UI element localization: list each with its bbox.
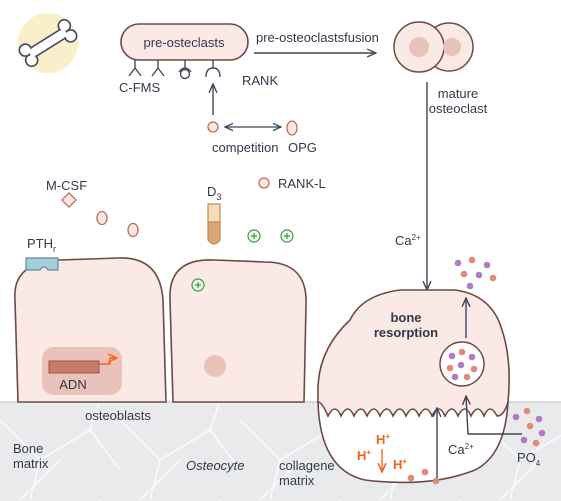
osteoblast-cell-left: ADN [14, 257, 167, 403]
ca-bottom-label: Ca2+ [448, 442, 474, 457]
opg-molecule-icon [96, 210, 108, 226]
phosphate-cluster [512, 407, 546, 447]
opg-label: OPG [288, 140, 317, 155]
osteoblast-cell-right [169, 259, 307, 403]
pth-receptor-icon [25, 257, 59, 271]
transcription-arrow [99, 358, 117, 365]
nucleus [204, 355, 226, 377]
mature-label-line1: mature [438, 86, 478, 101]
receptors [128, 60, 221, 80]
pthr-label: PTHr [27, 236, 56, 254]
cfms-receptor-icon [128, 60, 142, 77]
adn-gene-icon [48, 360, 100, 374]
ca-top-label: Ca2+ [395, 233, 421, 248]
d3-vitamin-icon [207, 203, 221, 245]
rankl-label: RANK-L [278, 176, 326, 191]
mature-label-line2: osteoclast [429, 101, 488, 116]
pre-osteoclasts-label: pre-osteclasts [144, 35, 225, 50]
bone-matrix-label-line2: matrix [13, 456, 49, 471]
bone-resorption-label-line2: resorption [374, 325, 438, 340]
rank-receptor-icon [205, 60, 221, 78]
po4-label: PO4 [517, 450, 541, 468]
mature-osteoclast-cell [393, 21, 474, 73]
h-label-3: H+ [393, 457, 407, 472]
rank-l-ligand-icon [258, 177, 270, 189]
rank-label: RANK [242, 73, 278, 88]
opg-molecule-icon [127, 222, 139, 238]
collagene-label-line2: matrix [279, 473, 315, 488]
fusion-label: pre-osteoclastsfusion [256, 30, 379, 45]
rank-l-ligand-icon [207, 121, 219, 133]
h-label-2: H+ [357, 448, 371, 463]
cfms-receptor-icon [151, 60, 165, 77]
cfms-label: C-FMS [119, 80, 160, 95]
rank-receptor-icon [178, 60, 192, 80]
plus-icon [247, 229, 261, 243]
bone-resorption-label-line1: bone [390, 310, 421, 325]
mcsf-label: M-CSF [46, 178, 87, 193]
pre-osteoclast-cell: pre-osteclasts [120, 23, 249, 61]
collagene-label-line1: collagene [279, 458, 335, 473]
released-ions [454, 256, 497, 290]
lacuna-ions [407, 468, 440, 485]
bone-matrix-label-line1: Bone [13, 441, 43, 456]
m-csf-diamond-icon [61, 192, 77, 208]
competition-label: competition [212, 140, 278, 155]
phosphate-uptake-arrow [466, 396, 522, 435]
osteoblasts-label: osteoblasts [85, 408, 151, 423]
opg-icon [286, 120, 298, 136]
h-label-1: H+ [376, 432, 390, 447]
adn-label: ADN [59, 377, 86, 392]
bone-icon [18, 13, 78, 73]
resorbing-osteoclast-cell [317, 289, 510, 484]
osteocyte-label: Osteocyte [186, 458, 245, 473]
plus-icon [280, 229, 294, 243]
d3-label: D3 [207, 184, 221, 202]
